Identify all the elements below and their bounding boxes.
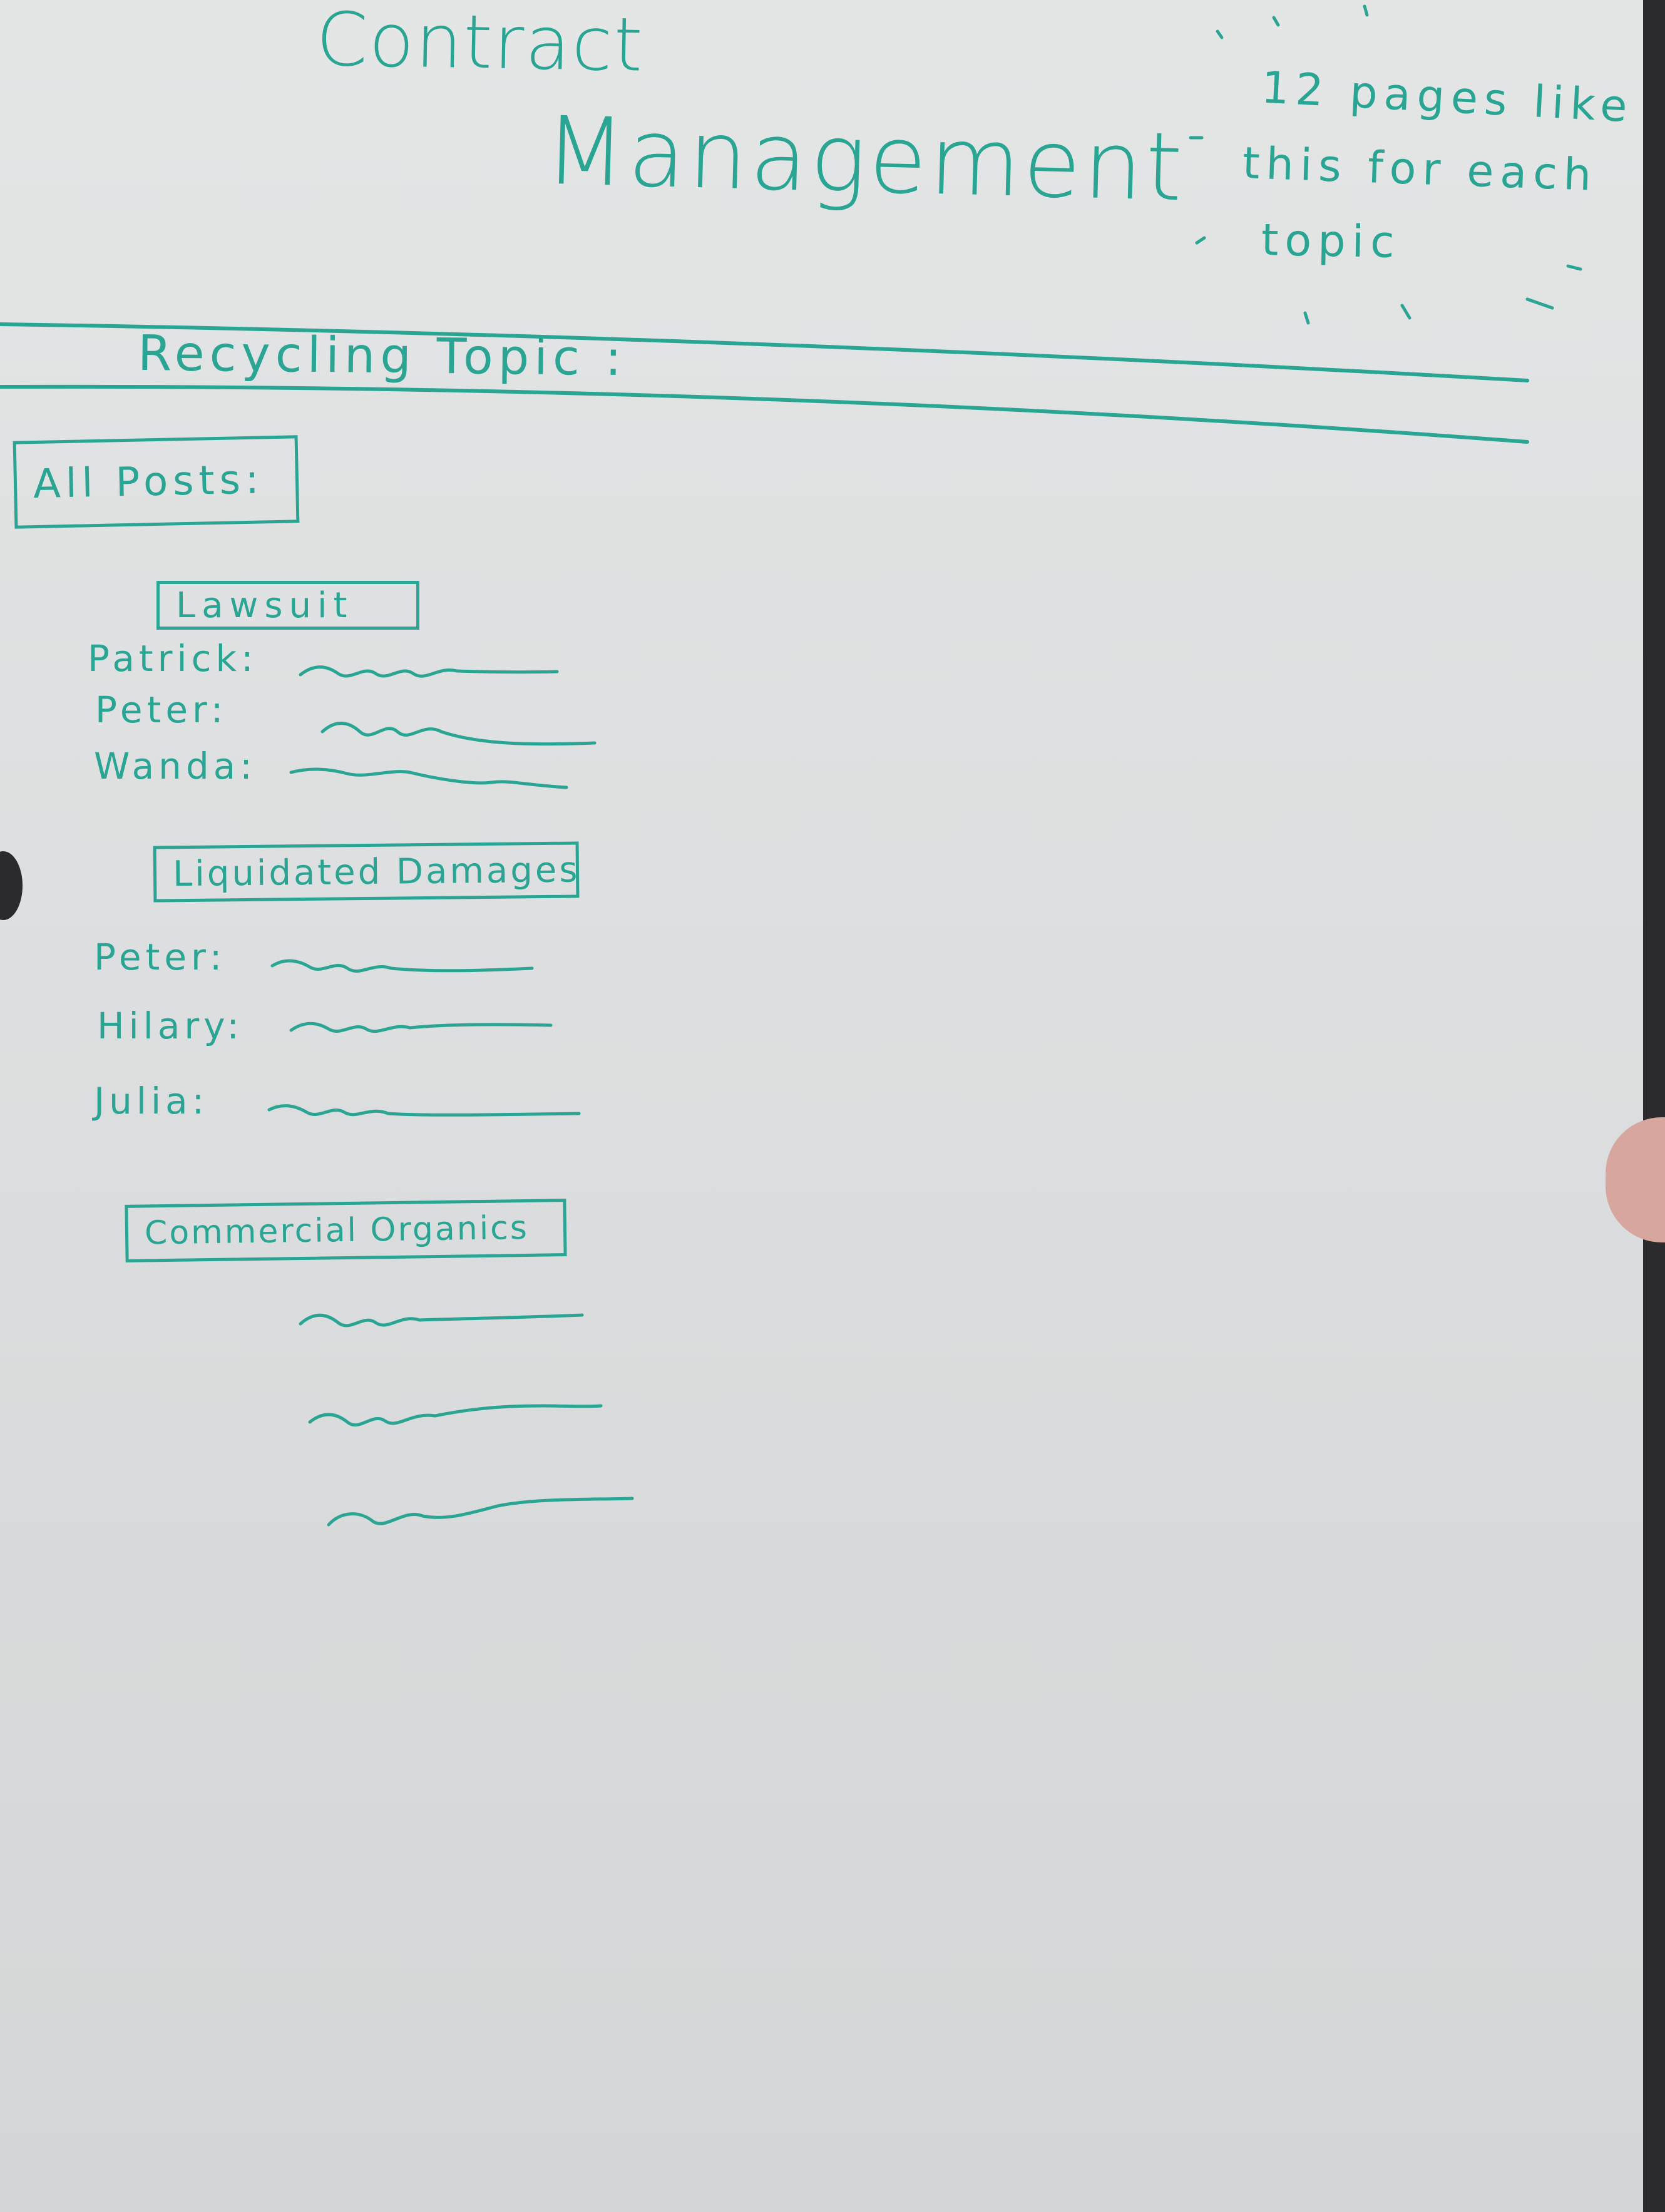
poster-wanda: Wanda:	[94, 745, 257, 787]
side-note-rays	[1189, 4, 1582, 325]
post-line-7[interactable]	[294, 1299, 595, 1343]
app-title-line-2: Management	[543, 96, 1187, 223]
post-line-6[interactable]	[263, 1092, 588, 1136]
post-line-4[interactable]	[266, 948, 541, 992]
post-line-2[interactable]	[316, 710, 604, 754]
post-line-9[interactable]	[322, 1483, 642, 1540]
poster-peter-2: Peter:	[94, 936, 227, 978]
post-line-3[interactable]	[285, 757, 579, 801]
post-line-5[interactable]	[285, 1008, 560, 1052]
post-line-1[interactable]	[294, 651, 570, 689]
poster-hilary: Hilary:	[97, 1005, 243, 1047]
poster-peter: Peter:	[95, 689, 228, 731]
all-posts-tab[interactable]: All Posts:	[13, 435, 300, 529]
section-header-lawsuit[interactable]: Lawsuit	[156, 581, 419, 630]
app-title-line-1: Contract	[315, 0, 645, 88]
topic-divider	[0, 322, 1529, 444]
post-line-8[interactable]	[304, 1390, 610, 1440]
section-header-liquidated-damages[interactable]: Liquidated Damages	[153, 841, 580, 903]
poster-patrick: Patrick:	[88, 637, 258, 680]
section-header-commercial-organics[interactable]: Commercial Organics	[125, 1199, 567, 1262]
poster-julia: Julia:	[94, 1080, 209, 1122]
